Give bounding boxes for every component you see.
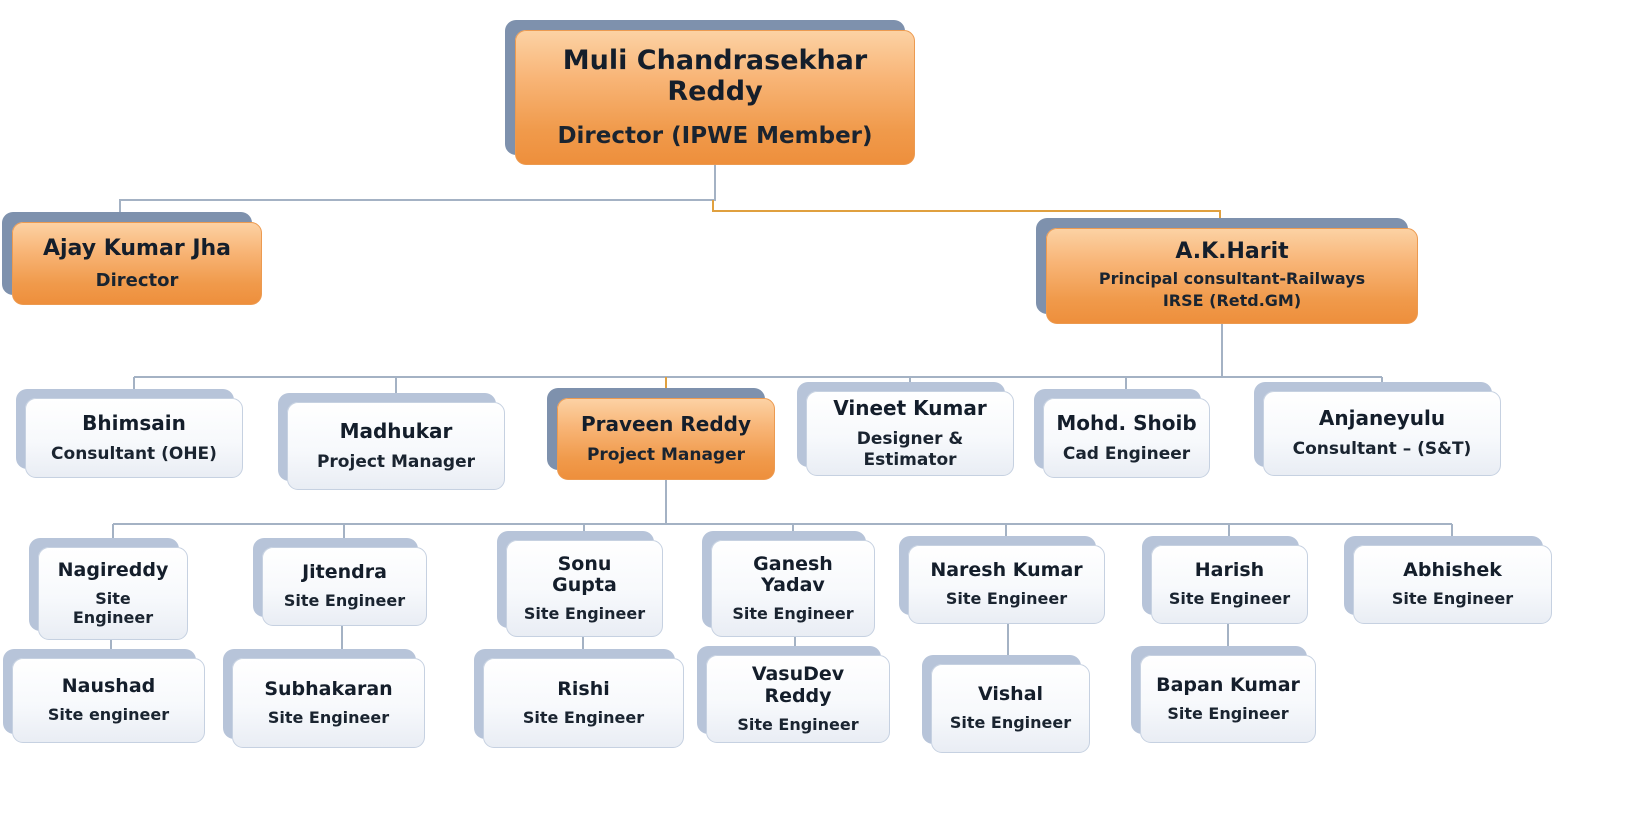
- connector-top-to-harit: [712, 200, 1221, 228]
- person-title: Site engineer: [47, 705, 170, 725]
- person-name: A.K.Harit: [1175, 239, 1289, 265]
- person-title: Cad Engineer: [1062, 443, 1191, 464]
- org-node-naushad: Naushad Site engineer: [12, 658, 205, 743]
- person-name: Vineet Kumar: [833, 396, 987, 421]
- org-node-anjaneyulu: Anjaneyulu Consultant – (S&T): [1263, 391, 1501, 476]
- person-name: Harish: [1194, 559, 1265, 582]
- org-node-abhishek: Abhishek Site Engineer: [1353, 545, 1552, 624]
- person-name: Bhimsain: [82, 410, 186, 435]
- org-node-ganesh-yadav: Ganesh Yadav Site Engineer: [711, 540, 875, 637]
- person-title-2: IRSE (Retd.GM): [1162, 291, 1302, 311]
- person-title: Site Engineer: [1391, 589, 1514, 609]
- person-name: Naresh Kumar: [930, 559, 1083, 582]
- person-name: Madhukar: [339, 418, 453, 443]
- person-name: Sonu Gupta: [552, 552, 617, 597]
- person-title: Site Engineer: [267, 707, 390, 727]
- person-title: Site Engineer: [522, 707, 645, 727]
- org-node-vineet-kumar: Vineet Kumar Designer & Estimator: [806, 391, 1014, 476]
- org-node-ak-harit: A.K.Harit Principal consultant-Railways …: [1046, 228, 1418, 324]
- org-node-bapan-kumar: Bapan Kumar Site Engineer: [1140, 655, 1316, 743]
- person-name: Bapan Kumar: [1156, 673, 1300, 696]
- person-title: Director (IPWE Member): [557, 122, 873, 149]
- person-name: Praveen Reddy: [580, 411, 752, 436]
- org-node-muli-chandrasekhar-reddy: Muli Chandrasekhar Reddy Director (IPWE …: [515, 30, 915, 165]
- org-node-jitendra: Jitendra Site Engineer: [262, 547, 427, 626]
- org-node-bhimsain: Bhimsain Consultant (OHE): [25, 398, 243, 478]
- person-title: Site Engineer: [945, 589, 1068, 609]
- org-node-harish: Harish Site Engineer: [1151, 545, 1308, 624]
- org-node-subhakaran: Subhakaran Site Engineer: [232, 658, 425, 748]
- person-title: Designer & Estimator: [856, 429, 964, 470]
- org-node-vishal: Vishal Site Engineer: [931, 664, 1090, 753]
- org-node-praveen-reddy: Praveen Reddy Project Manager: [557, 398, 775, 480]
- person-name: Muli Chandrasekhar Reddy: [562, 44, 868, 107]
- person-name: Mohd. Shoib: [1056, 410, 1197, 435]
- org-node-nagireddy: Nagireddy Site Engineer: [38, 547, 188, 640]
- connector-top-to-ajay: [119, 165, 716, 222]
- person-title: Project Manager: [316, 451, 476, 472]
- person-title: Site Engineer: [1168, 589, 1291, 609]
- person-title: Site Engineer: [523, 604, 646, 624]
- person-name: Abhishek: [1403, 559, 1502, 582]
- person-title: Consultant (OHE): [51, 443, 217, 464]
- person-title: Site Engineer: [72, 588, 154, 627]
- org-node-madhukar: Madhukar Project Manager: [287, 402, 505, 490]
- org-node-sonu-gupta: Sonu Gupta Site Engineer: [506, 540, 663, 637]
- person-name: Nagireddy: [57, 558, 169, 581]
- person-name: Rishi: [557, 677, 610, 700]
- person-title: Principal consultant-Railways: [1098, 268, 1366, 288]
- person-title: Site Engineer: [949, 713, 1072, 733]
- person-title: Director: [95, 269, 179, 291]
- person-name: Naushad: [61, 675, 156, 698]
- person-title: Site Engineer: [1167, 703, 1289, 723]
- person-name: Anjaneyulu: [1318, 406, 1446, 431]
- org-node-mohd-shoib: Mohd. Shoib Cad Engineer: [1043, 398, 1210, 478]
- person-name: Vishal: [977, 683, 1044, 706]
- person-name: Ganesh Yadav: [753, 552, 833, 597]
- person-title: Site Engineer: [732, 604, 854, 624]
- person-name: VasuDev Reddy: [751, 663, 845, 707]
- person-name: Subhakaran: [264, 677, 393, 700]
- person-title: Site Engineer: [737, 714, 859, 734]
- person-name: Jitendra: [302, 561, 387, 584]
- org-node-ajay-kumar-jha: Ajay Kumar Jha Director: [12, 222, 262, 305]
- org-node-vasudev-reddy: VasuDev Reddy Site Engineer: [706, 655, 890, 743]
- person-title: Site Engineer: [283, 591, 406, 611]
- org-node-naresh-kumar: Naresh Kumar Site Engineer: [908, 545, 1105, 624]
- person-title: Consultant – (S&T): [1292, 439, 1472, 460]
- person-name: Ajay Kumar Jha: [42, 235, 232, 261]
- org-node-rishi: Rishi Site Engineer: [483, 658, 684, 748]
- person-title: Project Manager: [586, 444, 746, 465]
